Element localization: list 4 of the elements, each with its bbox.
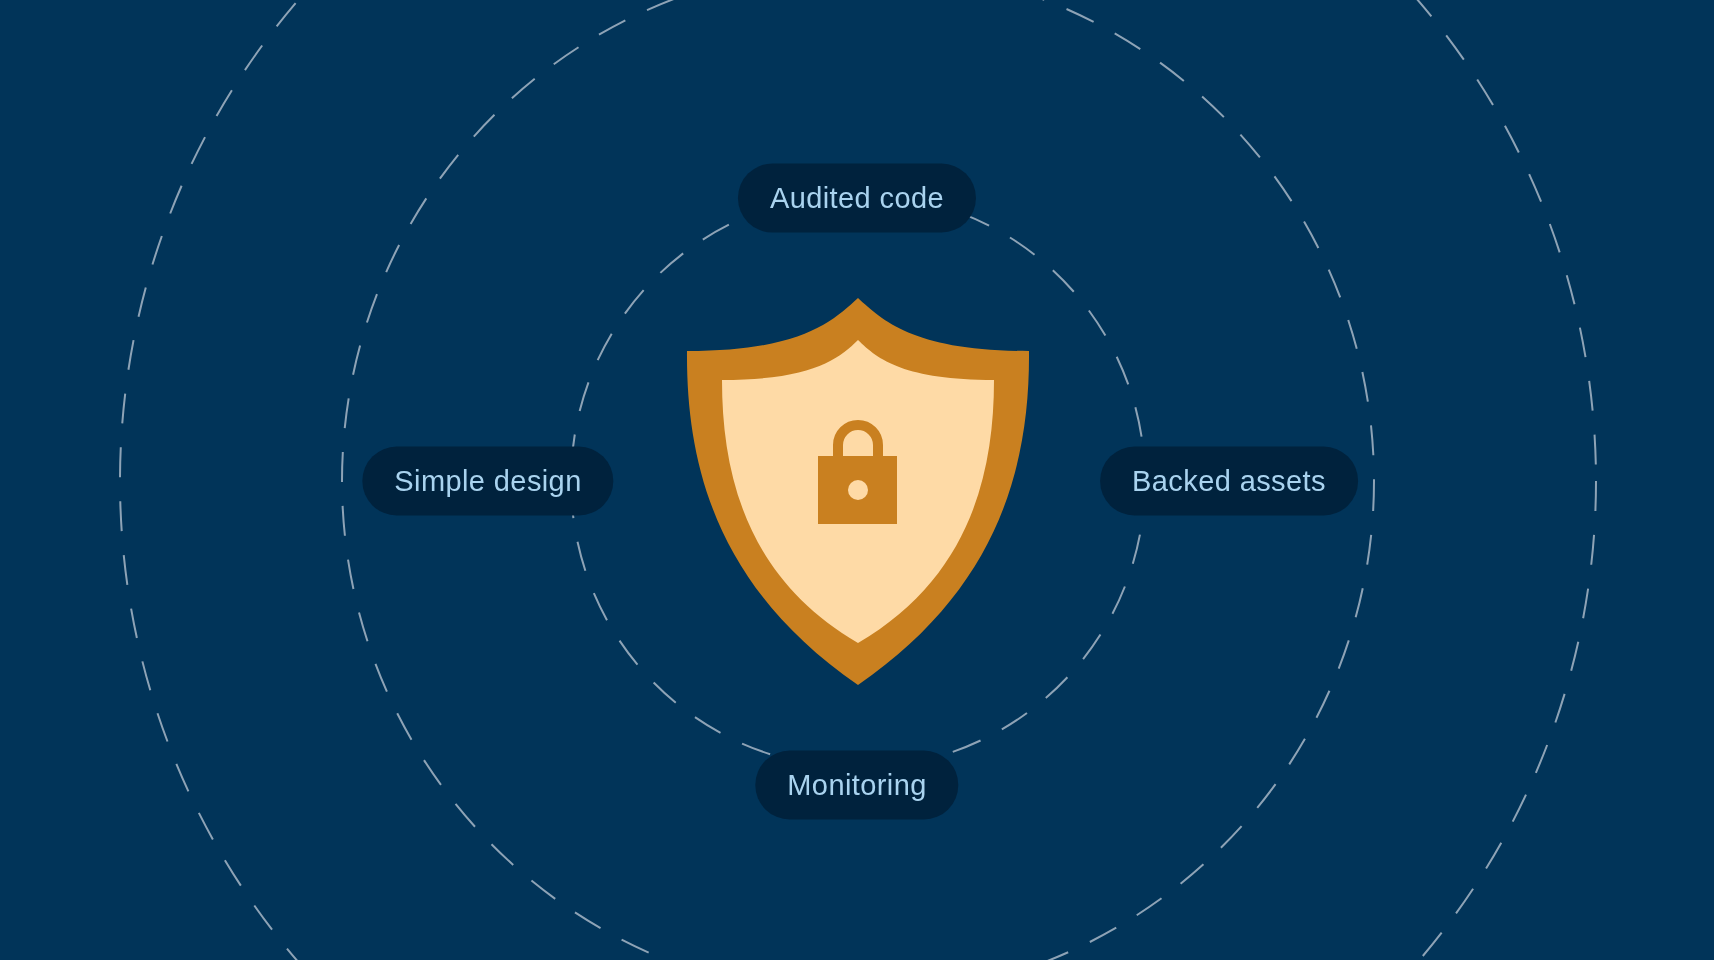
pill-text: Backed assets [1132,464,1326,498]
pill-text: Audited code [769,181,945,215]
pill-text: Monitoring [787,768,927,802]
pill-text: Simple design [394,464,582,498]
